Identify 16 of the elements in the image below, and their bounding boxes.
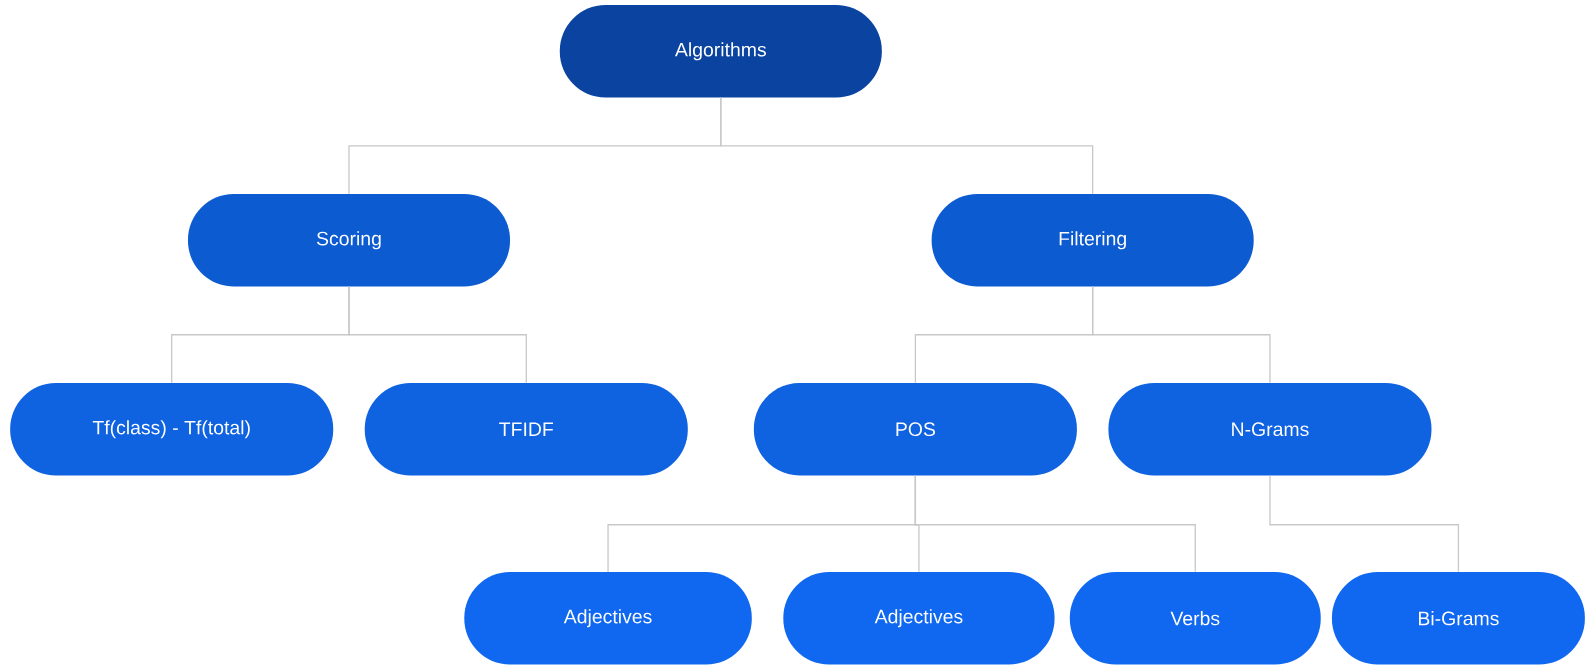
rounded-box: Verbs xyxy=(1069,572,1321,665)
rounded-box: Adjectives xyxy=(464,572,752,665)
connector-line xyxy=(348,286,527,384)
rounded-box: Scoring xyxy=(187,194,510,287)
rounded-box: Bi-Grams xyxy=(1331,572,1585,665)
rounded-box: POS xyxy=(753,383,1077,476)
rounded-box: Adjectives xyxy=(783,572,1055,665)
rounded-box: Tf(class) - Tf(total) xyxy=(10,383,334,476)
connector-line xyxy=(720,97,1094,195)
connector-line xyxy=(1269,475,1460,573)
rounded-box: TFIDF xyxy=(364,383,688,476)
rounded-box: Algorithms xyxy=(559,5,882,98)
connector-line xyxy=(1092,286,1271,384)
rounded-box: N-Grams xyxy=(1108,383,1432,476)
rounded-box: Filtering xyxy=(931,194,1254,287)
connector-line xyxy=(914,475,1196,573)
